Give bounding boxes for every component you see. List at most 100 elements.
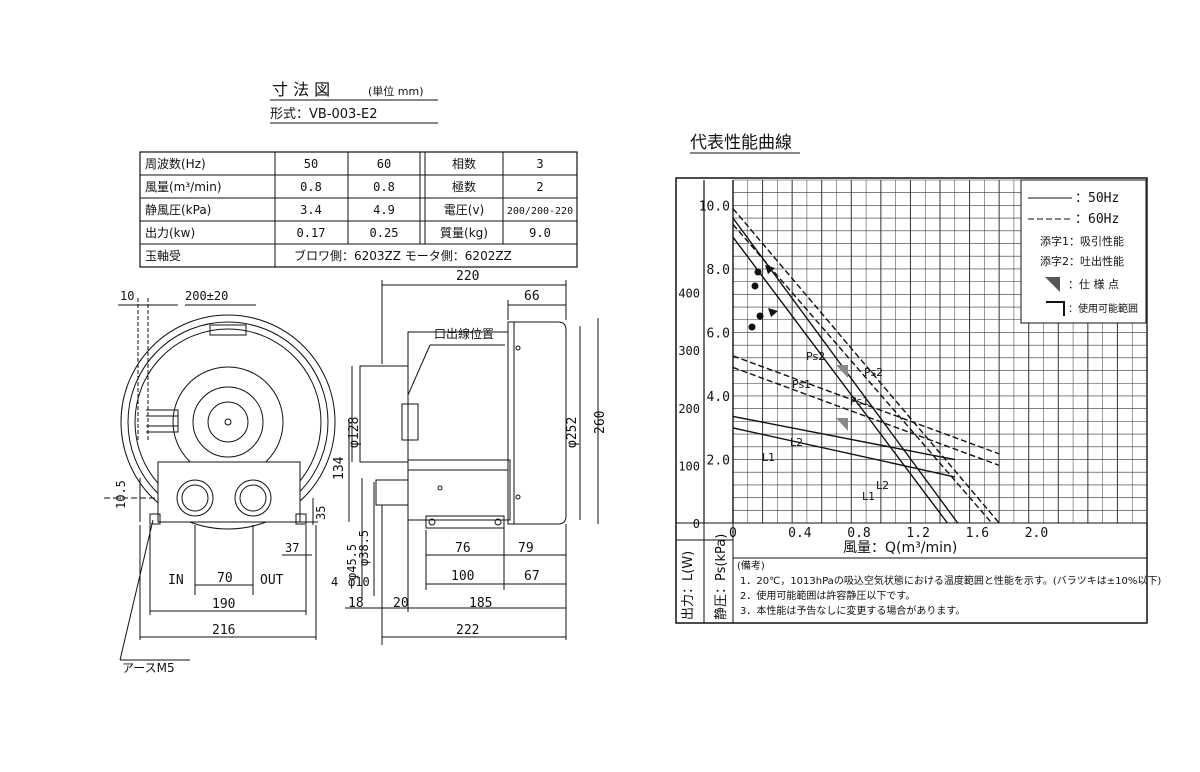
dim-10-5: 10.5 [114, 480, 128, 509]
label-l1-b: L1 [862, 490, 875, 503]
dim-18: 18 [348, 596, 364, 611]
dim-185: 185 [469, 596, 492, 611]
dim-66: 66 [524, 289, 540, 304]
series-line-l2 [732, 355, 1000, 455]
series-line-ps1 [732, 236, 948, 524]
outlet-label: OUT [260, 573, 284, 588]
dim-phi10: φ10 [348, 575, 370, 589]
dim-100: 100 [451, 569, 474, 584]
row-label: 静風圧(kPa) [145, 203, 211, 217]
dim-190: 190 [212, 597, 235, 612]
dim-222: 222 [456, 623, 479, 638]
spec-point-icon [1045, 277, 1060, 292]
label-l2-a: L2 [790, 436, 803, 449]
y-tick-label: 2.0 [707, 453, 730, 468]
power-axis-label: 出力：L(W) [681, 551, 696, 620]
y-tick-label: 6.0 [707, 326, 730, 341]
cell-60hz: 4.9 [373, 203, 395, 217]
series-line-l1 [732, 366, 1000, 467]
row-label: 周波数(Hz) [145, 156, 206, 171]
x-tick-label: 2.0 [1025, 526, 1048, 541]
dim-phi128: φ128 [347, 417, 362, 448]
row-label: 風量(m³/min) [145, 180, 222, 194]
note-item: 1．20℃，1013hPaの吸込空気状態における温度範囲と性能を示す。(バラツキ… [740, 574, 1161, 587]
spec-point [756, 312, 764, 320]
legend-spec-point: ：仕 様 点 [1068, 277, 1119, 291]
bearing-value: ブロワ側：6203ZZ モータ側：6202ZZ [294, 248, 512, 263]
front-view-dimensions: 10 200±20 10.5 35 37 IN 70 OUT 190 216 ア… [104, 289, 328, 675]
cell-50hz: 50 [304, 157, 318, 171]
dim-79: 79 [518, 541, 534, 556]
inlet-label: IN [168, 573, 184, 588]
x-tick-label: 0.4 [788, 526, 812, 541]
cable-position-label: 口出線位置 [434, 326, 494, 341]
dimension-header: 寸 法 図 (単位 mm) 形式：VB-003-E2 [270, 80, 438, 124]
label-l1-a: L1 [762, 451, 775, 464]
spec-point [751, 282, 759, 290]
power-tick-label: 0 [693, 517, 700, 531]
row-label-2: 質量(kg) [440, 225, 488, 240]
series-line-l1 [732, 427, 955, 478]
dim-216: 216 [212, 623, 235, 638]
x-tick-label: 1.6 [966, 526, 989, 541]
legend-60hz: ：60Hz [1075, 212, 1119, 227]
series-line-ps2 [732, 208, 1000, 524]
spec-table: 周波数(Hz) 50 60 相数 3 風量(m³/min) 0.8 0.8 極数… [139, 151, 578, 268]
y-tick-label: 8.0 [707, 263, 730, 278]
dim-phi252: φ252 [565, 417, 580, 448]
chart-legend: ：50Hz ：60Hz 添字1：吸引性能 添字2：吐出性能 ：仕 様 点 ：使用… [1020, 179, 1147, 324]
label-ps2-b: Ps2 [864, 366, 883, 379]
cell-50hz: 0.8 [300, 180, 322, 194]
dim-134: 134 [332, 456, 347, 480]
y-tick-label: 10.0 [699, 199, 730, 214]
x-tick-label: 0.8 [847, 526, 870, 541]
cell-60hz: 0.25 [370, 226, 399, 240]
label-l2-b: L2 [876, 479, 889, 492]
usable-range-icon [1046, 301, 1065, 316]
power-tick-label: 200 [678, 402, 700, 416]
series-line-ps1 [732, 224, 993, 524]
model-label: 形式：VB-003-E2 [270, 107, 378, 122]
cell-50hz: 3.4 [300, 203, 322, 217]
earth-label: アースM5 [122, 661, 175, 675]
drawing-title: 寸 法 図 [272, 80, 330, 99]
row-label: 出力(kw) [145, 226, 195, 240]
side-view-dimensions: 220 66 口出線位置 φ128 134 φ252 260 φ45.5 φ38… [331, 269, 608, 645]
front-view-drawing [120, 314, 336, 530]
dim-70: 70 [217, 571, 233, 586]
x-axis-label: 風量：Q(m³/min) [843, 540, 957, 556]
dim-phi38-5: φ38.5 [357, 530, 371, 566]
notes-block: (備考) 1．20℃，1013hPaの吸込空気状態における温度範囲と性能を示す。… [676, 522, 1161, 623]
dim-10: 10 [120, 289, 134, 303]
spec-point [748, 323, 756, 331]
bearing-label: 玉軸受 [145, 249, 181, 263]
cell-50hz: 0.17 [297, 226, 326, 240]
legend-sub1: 添字1：吸引性能 [1040, 234, 1124, 248]
power-tick-label: 400 [678, 287, 700, 301]
legend-50hz: ：50Hz [1075, 191, 1119, 206]
legend-usable-range: ：使用可能範囲 [1068, 302, 1138, 315]
chart-title: 代表性能曲線 [690, 133, 792, 153]
cell-60hz: 0.8 [373, 180, 395, 194]
label-ps1-a: Ps1 [792, 378, 811, 391]
row-label-2: 電圧(v) [444, 203, 484, 217]
spec-points [748, 265, 848, 431]
note-item: 3．本性能は予告なしに変更する場合があります。 [740, 604, 965, 617]
row-label-2: 相数 [452, 156, 476, 171]
dim-260: 260 [593, 411, 608, 434]
dim-67: 67 [524, 569, 540, 584]
row-label-2: 極数 [452, 179, 476, 194]
cell-value-2: 3 [536, 157, 543, 171]
label-ps2-a: Ps2 [806, 350, 825, 363]
dim-220: 220 [456, 269, 479, 284]
cell-value-2: 9.0 [529, 226, 551, 240]
spec-point [754, 268, 762, 276]
dim-phi45-5: φ45.5 [345, 544, 359, 580]
dim-35: 35 [314, 506, 328, 520]
side-view-drawing [359, 321, 567, 529]
dim-20: 20 [393, 596, 409, 611]
note-item: 2．使用可能範囲は許容静圧以下です。 [740, 589, 915, 602]
notes-title: (備考) [737, 559, 765, 572]
series-line-l2 [732, 415, 955, 461]
